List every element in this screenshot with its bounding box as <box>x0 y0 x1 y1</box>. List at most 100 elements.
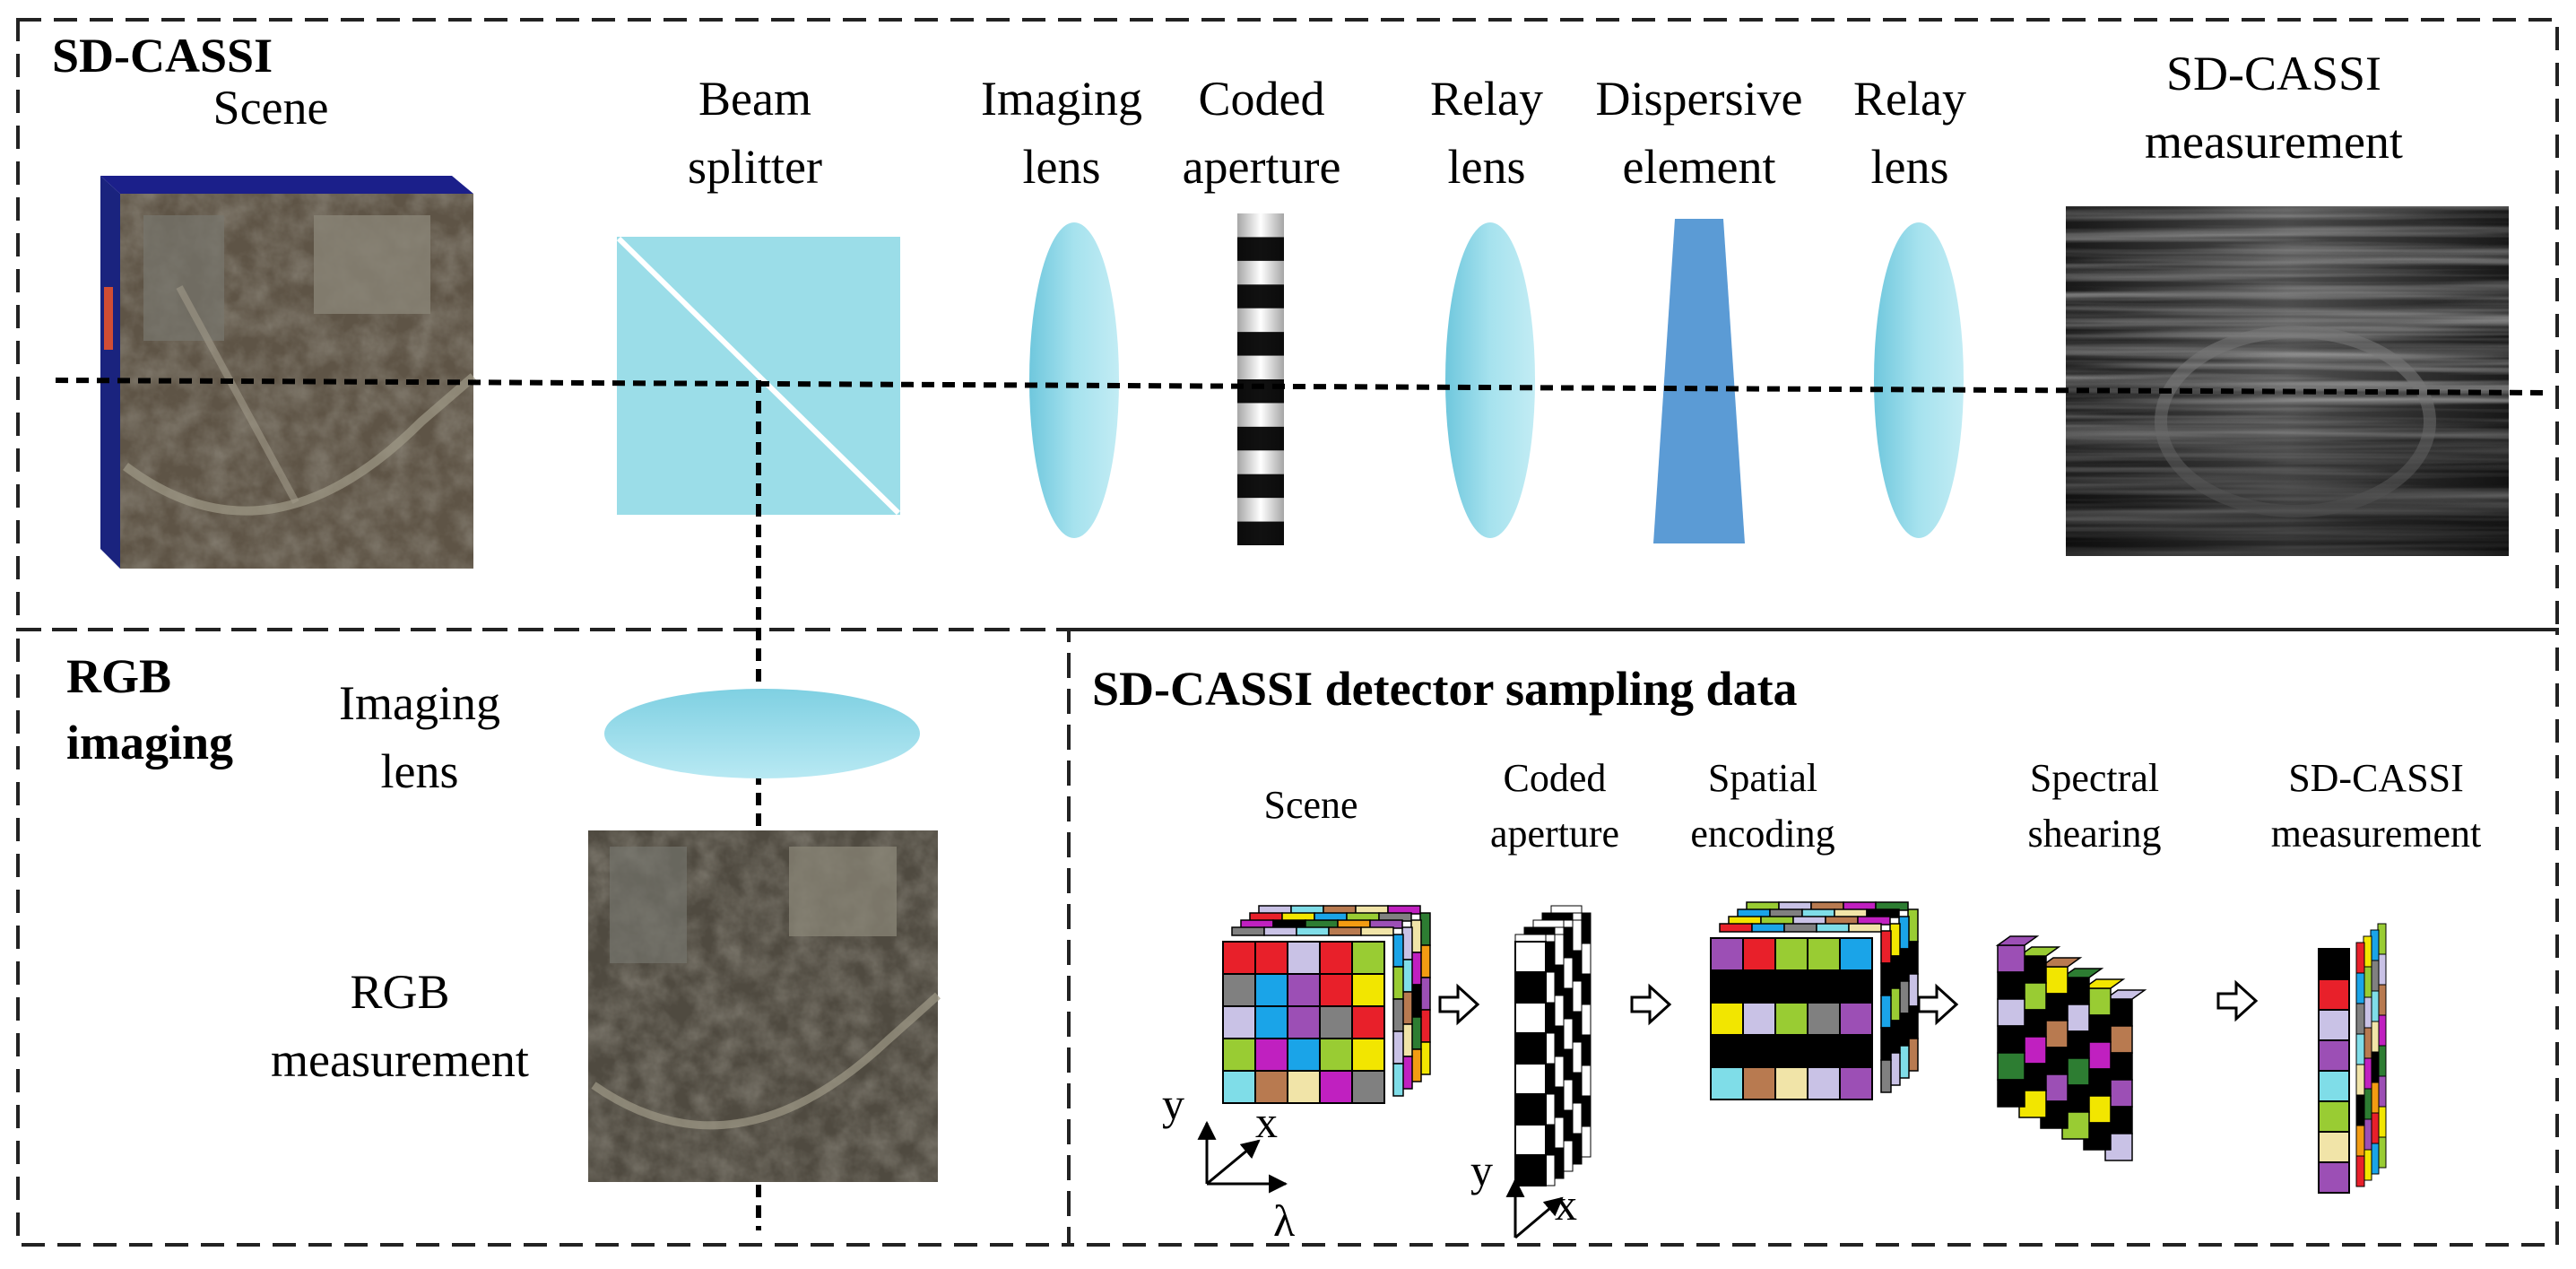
scene-cube-cell <box>1351 941 1385 975</box>
measure-cell <box>2318 978 2350 1011</box>
shearing-cell <box>1997 1052 2025 1081</box>
coded-aperture-label-1: Coded <box>1199 72 1325 126</box>
measure-side-cell <box>2355 1033 2365 1065</box>
encoding-side-cell <box>1880 962 1892 996</box>
encoding-side-cell <box>1880 995 1892 1029</box>
aperture-cell <box>1514 1063 1547 1095</box>
rgb-measurement-label-2: measurement <box>271 1033 529 1087</box>
scene-cube-side-cell <box>1392 998 1404 1032</box>
encoding-top-cell <box>1783 923 1817 933</box>
encoding-cell <box>1774 1066 1808 1100</box>
scene-cube-side-cell <box>1392 1063 1404 1097</box>
aperture-top-cell <box>1541 912 1574 921</box>
encoding-cell <box>1710 1066 1744 1100</box>
sampling-aperture-label-2: aperture <box>1490 812 1619 856</box>
scene-cube-cell <box>1254 941 1288 975</box>
encoding-cell <box>1807 969 1841 1004</box>
scene-cube-cell <box>1351 973 1385 1007</box>
scene-cube-cell <box>1319 941 1353 975</box>
scene-axis-y-label: y <box>1162 1079 1184 1129</box>
relay-lens-1-label-1: Relay <box>1430 72 1543 126</box>
scene-cube-cell <box>1222 941 1256 975</box>
scene-cube-cell <box>1254 1005 1288 1039</box>
rgb-lens-label-1: Imaging <box>339 676 500 730</box>
encoding-cell <box>1807 1066 1841 1100</box>
relay-lens-2-label-2: lens <box>1871 140 1949 194</box>
encoding-cell <box>1742 1066 1776 1100</box>
scene-cube-top-cell <box>1328 926 1362 936</box>
scene-cube-cell <box>1319 1070 1353 1104</box>
scene-cube-cell <box>1351 1005 1385 1039</box>
measure-side-cell <box>2355 942 2365 974</box>
encoding-cell <box>1742 1034 1776 1068</box>
scene-cube-cell <box>1287 1005 1321 1039</box>
scene-cube-cell <box>1287 973 1321 1007</box>
shearing-cell <box>1997 998 2025 1027</box>
aperture-side-cell <box>1563 926 1574 959</box>
scene-cube-cell <box>1222 1005 1256 1039</box>
scene-cube-top <box>100 176 473 194</box>
aperture-side-cell <box>1554 1086 1565 1118</box>
aperture-side-cell <box>1581 912 1592 944</box>
optical-path-labels: Scene Beam splitter Imaging lens Coded a… <box>213 47 2403 194</box>
encoding-cell <box>1774 937 1808 971</box>
relay-lens-1 <box>1445 222 1535 538</box>
encoding-side-cell <box>1880 1027 1892 1061</box>
scene-axis-x <box>1206 1139 1261 1186</box>
measure-cell <box>2318 1009 2350 1041</box>
sampling-graphics <box>1222 901 2387 1194</box>
aperture-side-cell <box>1545 1093 1556 1126</box>
rgb-imaging-lens <box>604 689 920 778</box>
scene-cube-cell <box>1319 973 1353 1007</box>
aperture-side-cell <box>1554 1117 1565 1149</box>
scene-road-2 <box>176 285 299 504</box>
scene-axis-lambda-label: λ <box>1273 1195 1295 1246</box>
aperture-axis-x-label: x <box>1555 1179 1577 1230</box>
encoding-cell <box>1839 1034 1873 1068</box>
aperture-side-cell <box>1563 1048 1574 1081</box>
shearing-cell <box>1997 971 2025 1000</box>
rgb-road <box>591 992 941 1130</box>
aperture-cell <box>1514 941 1547 973</box>
aperture-side-cell <box>1545 1063 1556 1095</box>
scene-building <box>314 215 430 314</box>
aperture-side-cell <box>1572 1072 1583 1104</box>
measure-side-cell <box>2355 1064 2365 1096</box>
encoding-cell <box>1807 1002 1841 1036</box>
scene-cube-side-cell <box>1392 934 1404 968</box>
encoding-cell <box>1774 969 1808 1004</box>
top-panel-title: SD-CASSI <box>52 29 273 83</box>
aperture-side-cell <box>1554 964 1565 996</box>
aperture-cell <box>1514 1093 1547 1126</box>
relay-lens-2 <box>1874 222 1964 538</box>
aperture-axes <box>1505 1178 1564 1239</box>
dispersive-label-2: element <box>1623 140 1776 194</box>
scene-cube-top-cell <box>1360 926 1394 936</box>
aperture-side-cell <box>1554 934 1565 966</box>
beam-splitter-diagonal <box>616 236 901 516</box>
shearing-cell <box>1997 944 2025 973</box>
aperture-side-cell <box>1572 1011 1583 1043</box>
encoding-top-cell <box>1719 923 1753 933</box>
aperture-side-cell <box>1581 973 1592 1005</box>
aperture-axis-y-label: y <box>1470 1145 1493 1195</box>
scene-cube-cell <box>1254 973 1288 1007</box>
encoding-cell <box>1710 1034 1744 1068</box>
aperture-side-cell <box>1572 919 1583 952</box>
process-arrow <box>2216 979 2259 1022</box>
scene-cube-cell <box>1222 1038 1256 1072</box>
aperture-side-cell <box>1581 943 1592 975</box>
encoding-cell <box>1710 937 1744 971</box>
sampling-spatial-label-2: encoding <box>1690 812 1834 856</box>
aperture-cell <box>1514 1124 1547 1156</box>
rgb-panel-border <box>16 628 1071 1247</box>
sampling-labels: Scene Coded aperture Spatial encoding Sp… <box>1263 756 2481 856</box>
scene-cube-side-cell <box>1392 966 1404 1000</box>
aperture-cell <box>1514 1032 1547 1065</box>
scene-building-2 <box>143 215 224 341</box>
rgb-measurement-image <box>588 830 941 1182</box>
encoding-cell <box>1742 937 1776 971</box>
scene-axes <box>1197 1120 1288 1194</box>
encoding-cell <box>1774 1034 1808 1068</box>
